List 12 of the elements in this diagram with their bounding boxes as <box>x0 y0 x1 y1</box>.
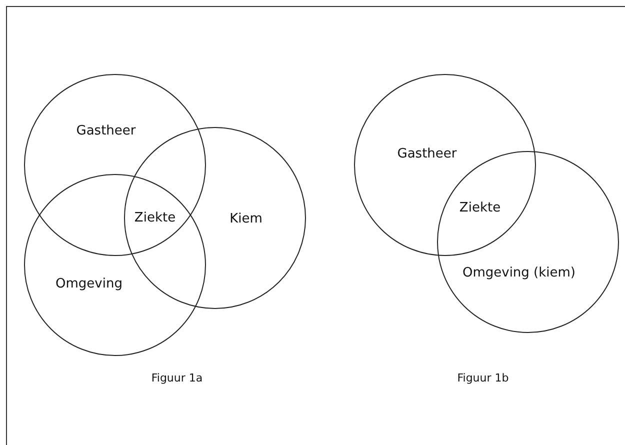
venn-circle <box>354 74 536 256</box>
venn-circle <box>24 174 206 356</box>
venn-circle <box>24 74 206 256</box>
figure-caption: Figuur 1a <box>151 372 203 384</box>
circle-label: Gastheer <box>76 124 136 138</box>
circle-label: Omgeving <box>56 276 122 292</box>
figure-caption: Figuur 1b <box>457 372 509 384</box>
overlap-label: Ziekte <box>459 200 501 216</box>
overlap-label: Ziekte <box>134 210 176 226</box>
circle-label: Gastheer <box>397 146 457 162</box>
circle-label: Kiem <box>230 212 262 226</box>
circle-label: Omgeving (kiem) <box>462 266 576 280</box>
